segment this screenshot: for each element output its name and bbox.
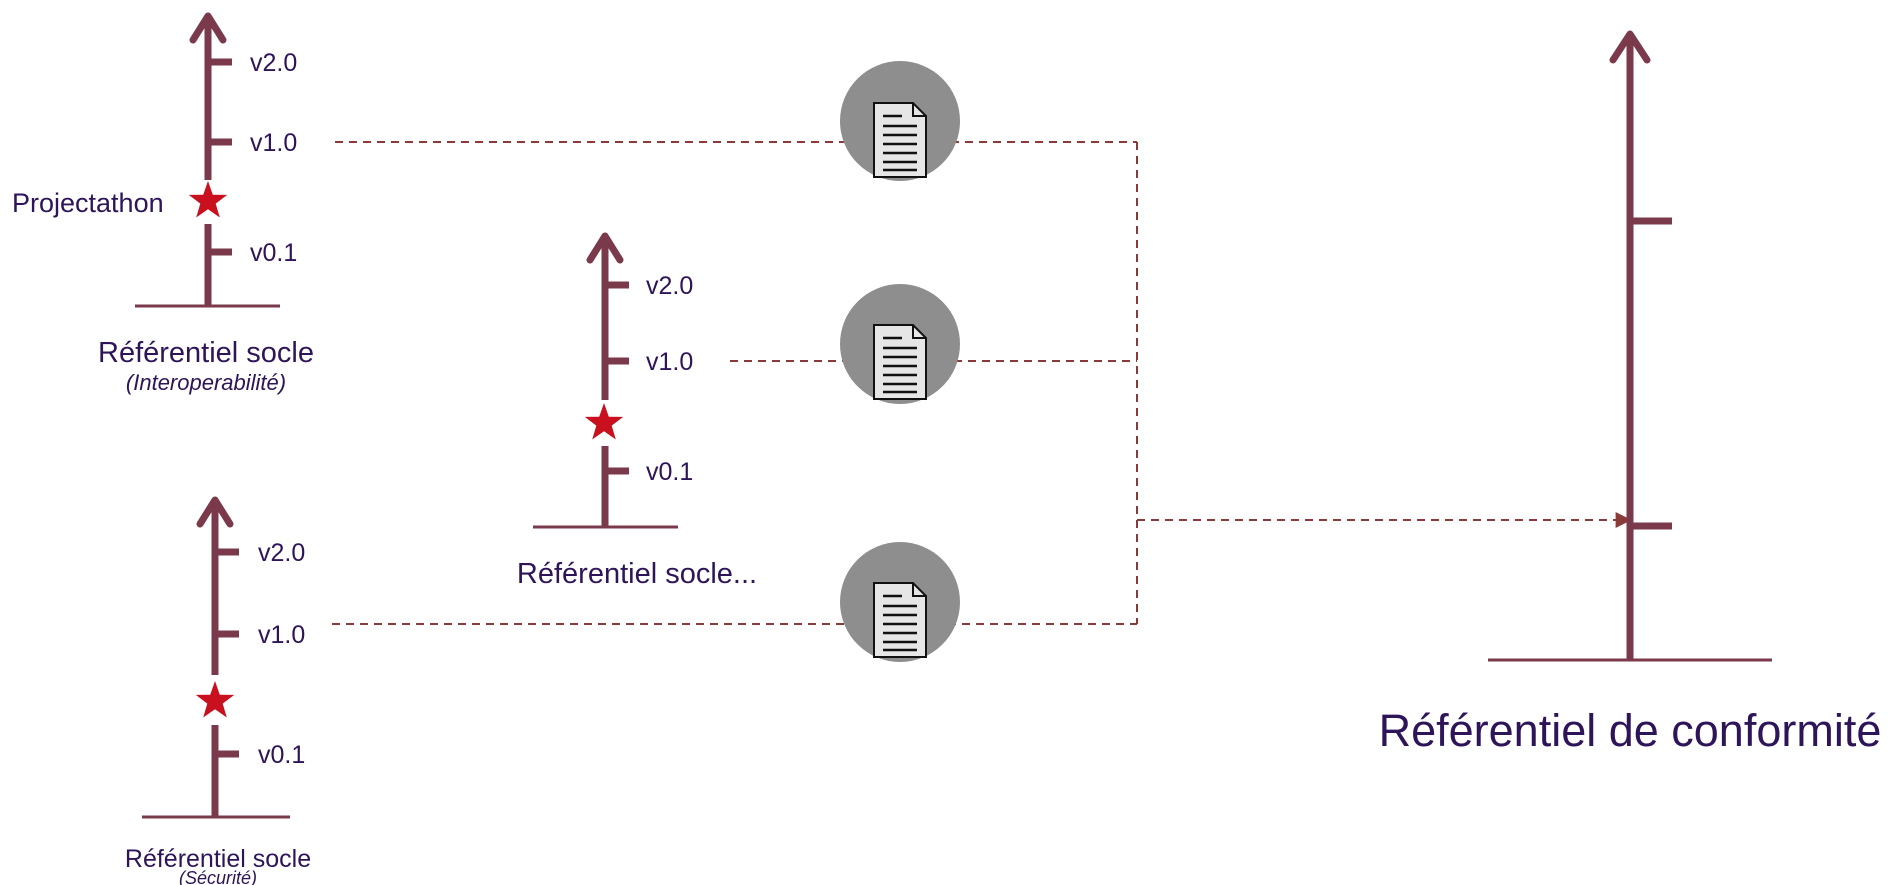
version-label: v0.1 (258, 741, 305, 769)
milestone-label: Projectathon (12, 188, 164, 218)
star-icon (188, 181, 228, 218)
version-label: v2.0 (250, 49, 297, 77)
version-label: v0.1 (250, 239, 297, 267)
arrow-up-icon (189, 12, 227, 44)
timeline-generic (533, 232, 678, 529)
document-node-3 (840, 542, 960, 662)
document-icon (873, 102, 927, 178)
connectors (332, 141, 1632, 625)
timeline-interop (135, 12, 280, 308)
version-label: v2.0 (258, 539, 305, 567)
star-icon (195, 681, 235, 718)
timeline-title: Référentiel socle (98, 337, 314, 369)
version-label: v2.0 (646, 272, 693, 300)
version-label: v1.0 (258, 621, 305, 649)
timeline-title: Référentiel socle... (517, 558, 757, 590)
target-title: Référentiel de conformité (1379, 705, 1882, 756)
star-icon (584, 403, 624, 440)
arrow-up-icon (196, 496, 234, 528)
timeline-title: Référentiel socle (125, 845, 311, 873)
timeline-subtitle: (Interoperabilité) (126, 370, 286, 395)
version-label: v1.0 (250, 129, 297, 157)
version-label: v1.0 (646, 348, 693, 376)
arrow-up-icon (1609, 30, 1651, 64)
timeline-subtitle: (Sécurité) (179, 868, 257, 885)
version-label: v0.1 (646, 458, 693, 486)
arrow-up-icon (586, 232, 624, 264)
timeline-security (142, 496, 290, 819)
document-node-2 (840, 284, 960, 404)
document-node-1 (840, 61, 960, 181)
document-icon (873, 582, 927, 658)
document-icon (873, 324, 927, 400)
timeline-target (1488, 30, 1772, 662)
